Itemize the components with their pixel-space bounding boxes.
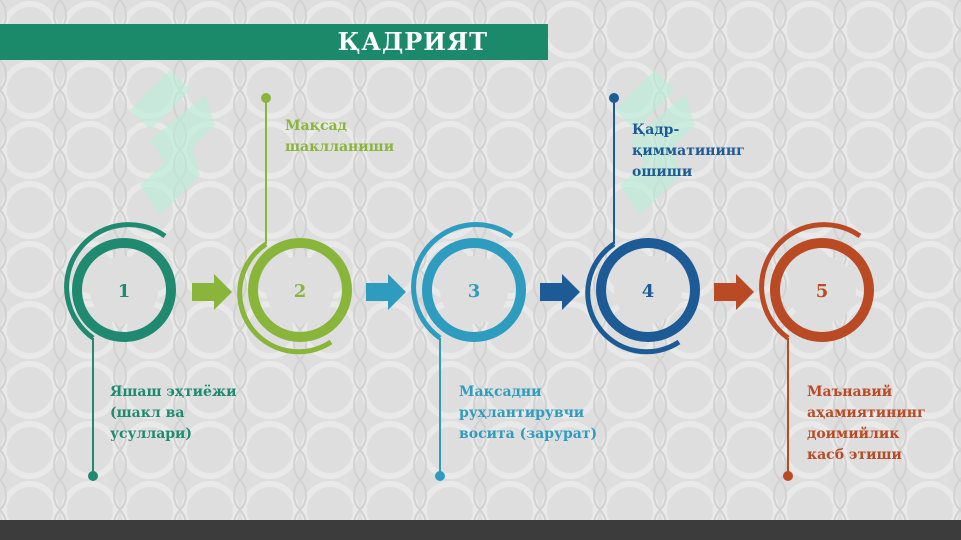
step-label-5-line-3: доимийлик xyxy=(807,426,900,442)
step-label-4-line-1: Қадр- xyxy=(632,122,680,138)
arrow-right-icon-2 xyxy=(366,274,406,310)
bottom-bar xyxy=(0,520,961,540)
connector-dot-2 xyxy=(261,93,271,103)
step-label-2: Мақсад шаклланиши xyxy=(285,116,394,158)
step-label-5: Маънавий аҳамиятининг доимийлик касб эти… xyxy=(807,382,926,466)
step-label-3-line-3: восита (зарурат) xyxy=(459,426,598,442)
step-label-1-line-3: усуллари) xyxy=(110,426,193,442)
arrow-right-icon-3 xyxy=(540,274,580,310)
step-number-4: 4 xyxy=(642,281,655,302)
step-label-3-line-1: Мақсадни xyxy=(459,384,542,400)
step-circle-3: 3 xyxy=(411,222,526,342)
connector-dot-3 xyxy=(435,471,445,481)
arrow-right-icon-1 xyxy=(192,274,232,310)
step-label-1-line-2: (шакл ва xyxy=(110,405,185,421)
step-label-5-line-4: касб этиши xyxy=(807,447,902,463)
connector-dot-1 xyxy=(88,471,98,481)
step-circle-1: 1 xyxy=(64,222,176,342)
step-label-5-line-1: Маънавий xyxy=(807,384,893,400)
step-number-1: 1 xyxy=(118,281,131,302)
step-circle-2: 2 xyxy=(237,238,352,355)
page-title: ҚАДРИЯТ xyxy=(337,27,488,56)
step-label-2-line-2: шаклланиши xyxy=(285,139,395,155)
connector-dot-5 xyxy=(783,471,793,481)
step-label-1: Яшаш эҳтиёжи (шакл ва усуллари) xyxy=(110,382,236,445)
step-label-3-line-2: руҳлантирувчи xyxy=(459,405,585,421)
connector-dot-4 xyxy=(609,93,619,103)
step-label-1-line-1: Яшаш эҳтиёжи xyxy=(110,384,237,400)
arrow-right-icon-4 xyxy=(714,274,754,310)
step-number-2: 2 xyxy=(294,281,307,302)
step-number-5: 5 xyxy=(816,281,829,302)
step-label-3: Мақсадни руҳлантирувчи восита (зарурат) xyxy=(459,382,597,445)
step-label-4-line-3: ошиши xyxy=(632,164,693,180)
title-bar: ҚАДРИЯТ xyxy=(0,24,548,60)
step-label-4-line-2: қимматининг xyxy=(632,143,745,159)
step-label-4: Қадр- қимматининг ошиши xyxy=(632,120,745,183)
step-label-5-line-2: аҳамиятининг xyxy=(807,405,926,421)
step-label-2-line-1: Мақсад xyxy=(285,118,347,134)
step-circle-4: 4 xyxy=(585,238,700,355)
step-circle-5: 5 xyxy=(759,222,874,342)
step-number-3: 3 xyxy=(468,281,481,302)
